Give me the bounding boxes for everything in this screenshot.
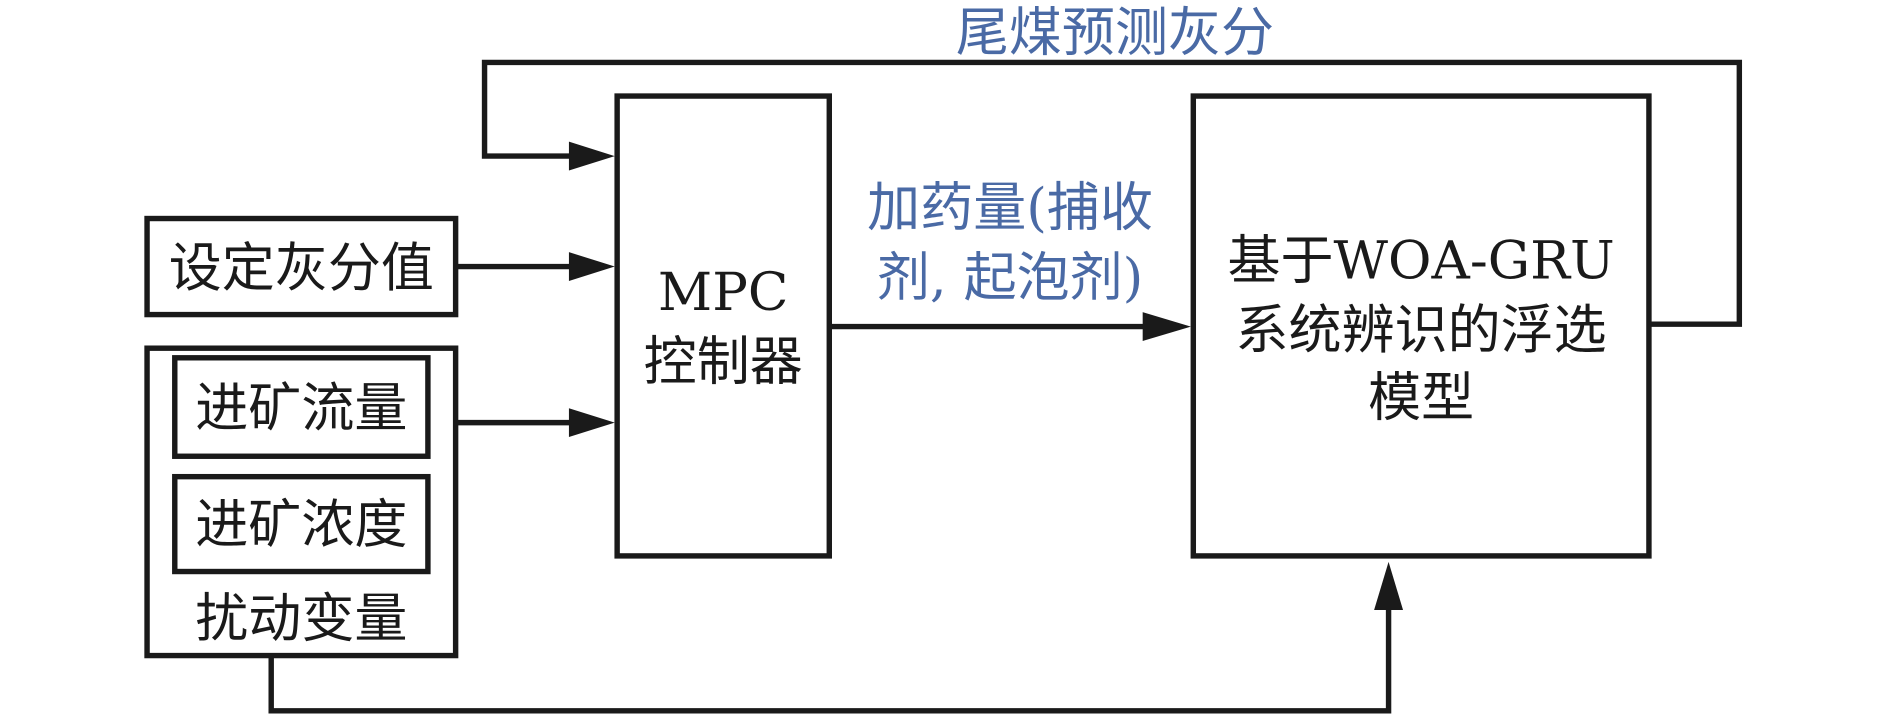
dosage-label-line1: 加药量(捕收 (867, 178, 1153, 239)
disturbance-arrow-icon (568, 408, 615, 438)
model-label-line2: 系统辨识的浮选 (1236, 300, 1607, 361)
mpc-controller-box (614, 93, 832, 559)
setpoint-label: 设定灰分值 (169, 238, 434, 299)
disturbance-model-line (268, 606, 1392, 714)
feed-concentration-box (172, 473, 431, 575)
disturbance-box (144, 345, 459, 659)
feed-flow-label: 进矿流量 (195, 378, 407, 439)
controller-label-line2: 控制器 (644, 332, 803, 393)
setpoint-arrow-icon (568, 252, 615, 281)
model-label-line3: 模型 (1368, 368, 1474, 429)
dosage-arrow-icon (1142, 312, 1191, 341)
flotation-model-box (1190, 93, 1652, 559)
model-label-line1: 基于WOA-GRU (1228, 231, 1615, 292)
feed-concentration-label: 进矿浓度 (195, 495, 407, 556)
feedback-line (481, 59, 1743, 327)
dosage-label-line2: 剂, 起泡剂) (877, 247, 1144, 308)
disturbance-label: 扰动变量 (195, 588, 407, 649)
disturbance-model-arrow-icon (1374, 561, 1404, 610)
controller-label-line1: MPC (658, 262, 789, 323)
feedback-arrow-icon (568, 141, 615, 171)
feed-flow-box (172, 355, 431, 459)
feedback-label: 尾煤预测灰分 (956, 3, 1274, 64)
